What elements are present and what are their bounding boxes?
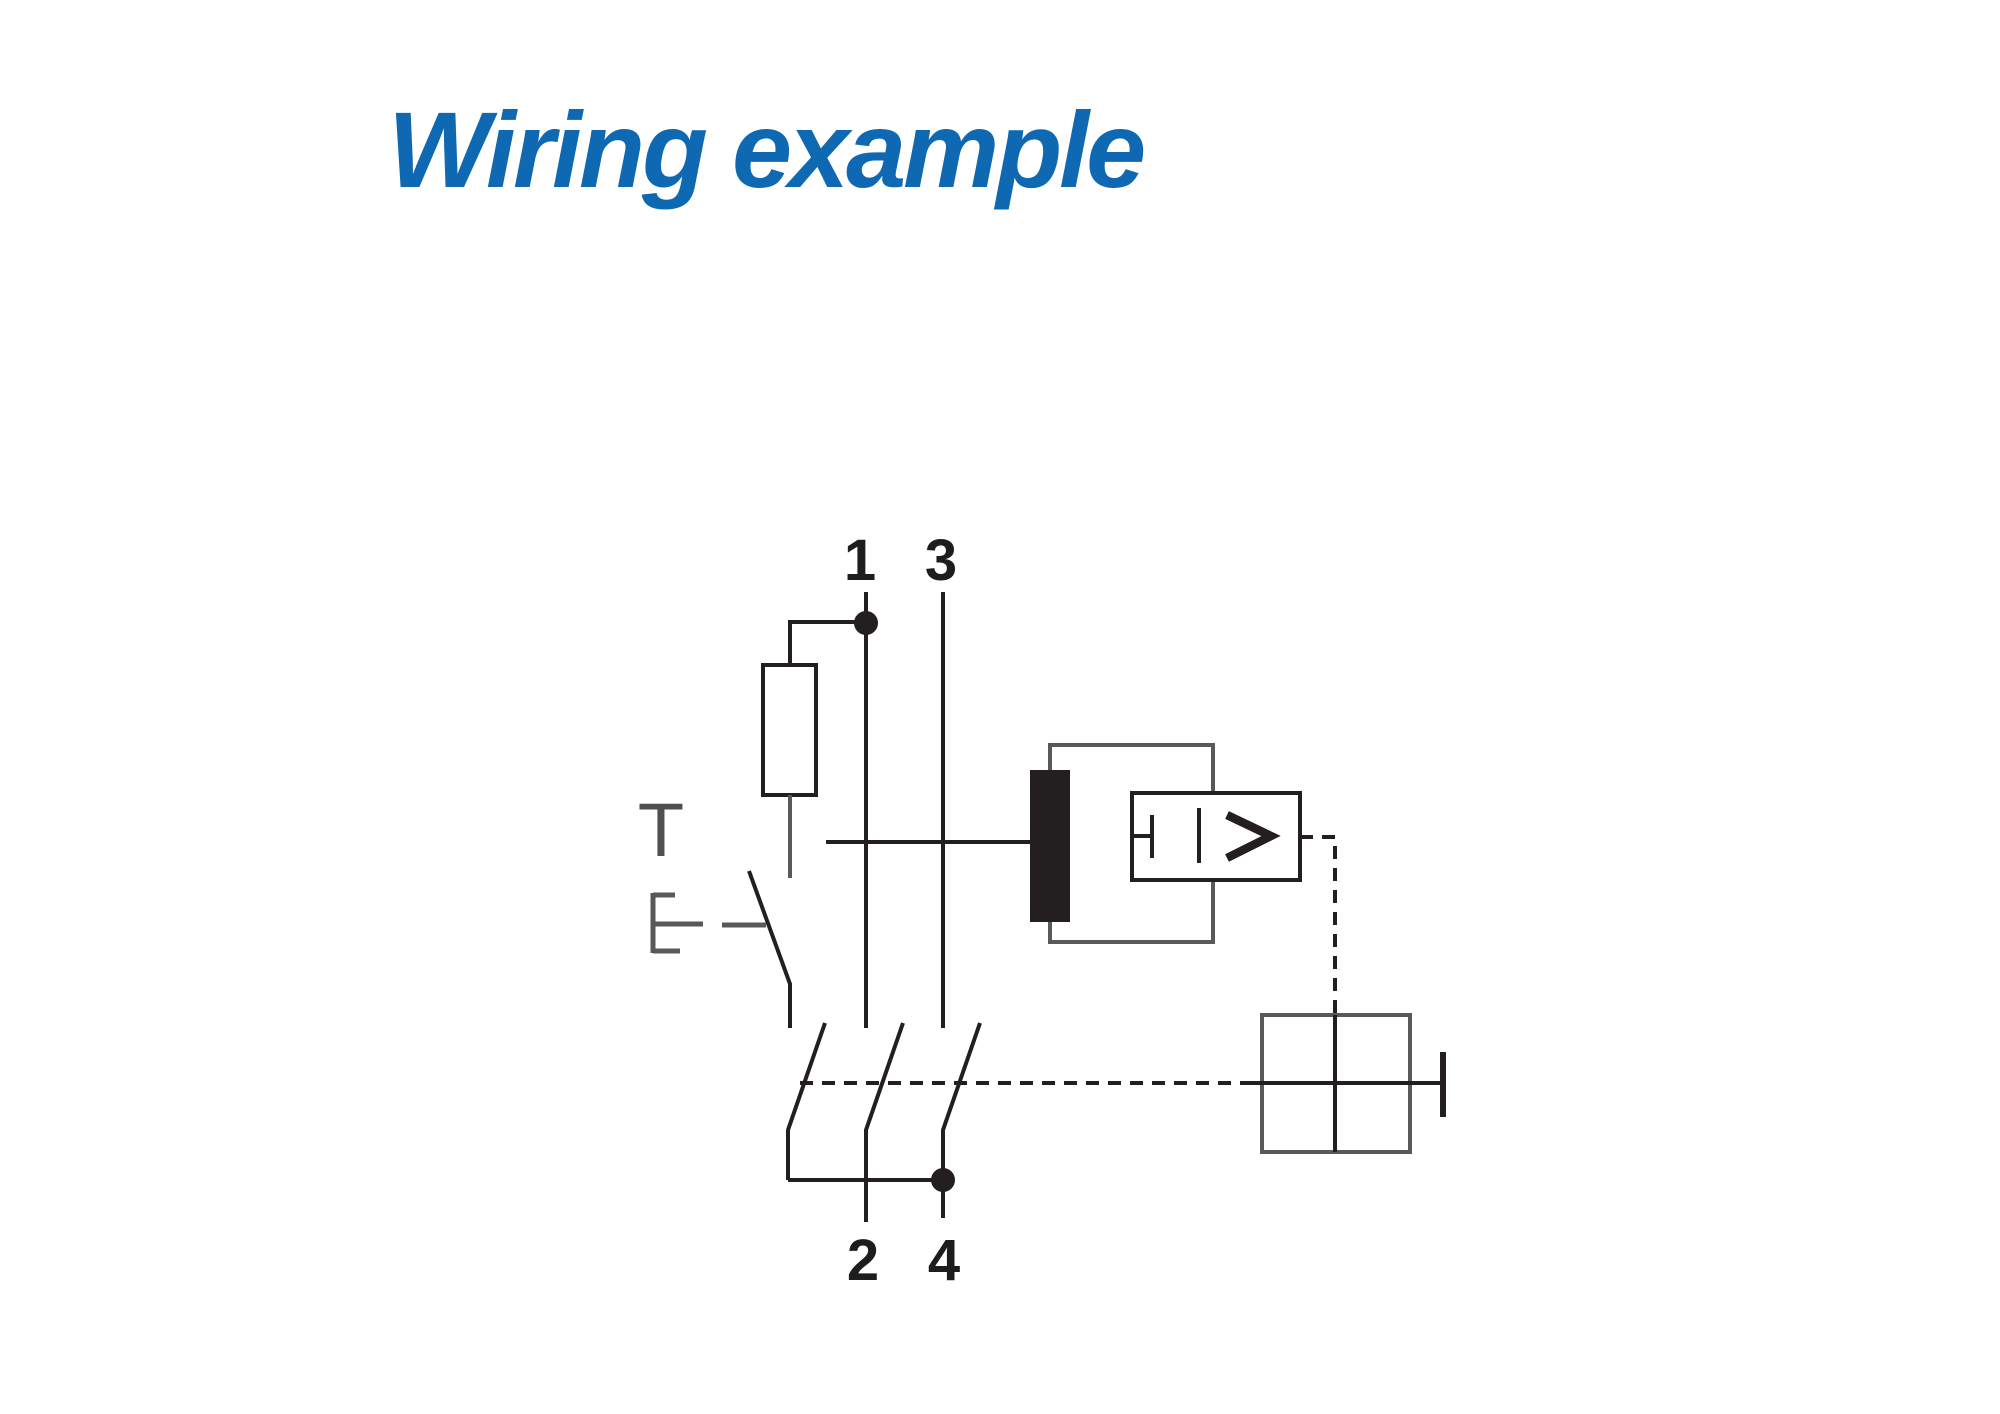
terminal-label-1: 1	[844, 528, 876, 593]
relay-output-linkage	[1300, 835, 1337, 1015]
junction-dot-icon	[931, 1168, 955, 1192]
terminal-label-4: 4	[928, 1228, 960, 1293]
test-feed-wire	[788, 620, 866, 665]
terminal-label-2: 2	[847, 1228, 879, 1293]
ct-secondary-loop-bottom	[1048, 880, 1215, 944]
test-resistor-icon	[761, 663, 818, 797]
ct-secondary-loop-top	[1048, 743, 1215, 793]
switch-blade-test	[786, 1022, 827, 1180]
switch-blade-pole1	[864, 1022, 905, 1222]
ct-core-icon	[1030, 770, 1070, 922]
junction-dot-icon	[854, 611, 878, 635]
page-title: Wiring example	[388, 89, 1146, 210]
greater-than-icon	[1225, 811, 1281, 862]
push-button-actuator-icon	[650, 892, 766, 954]
test-button-label: T	[638, 788, 684, 873]
test-button-blade	[747, 870, 792, 1028]
terminal-label-3: 3	[925, 528, 957, 593]
